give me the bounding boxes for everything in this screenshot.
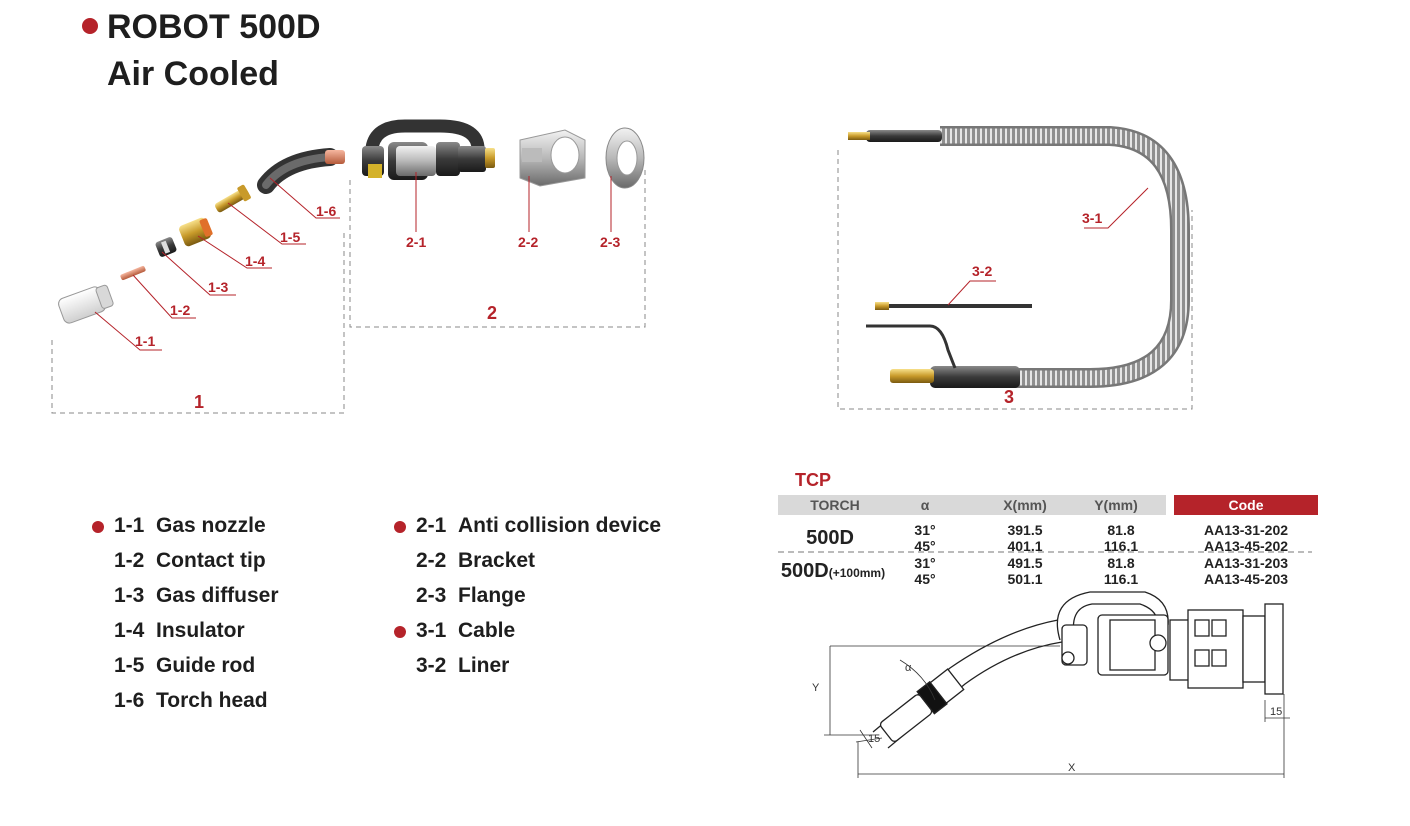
group-1-label: 1 — [194, 392, 205, 412]
x-cell: 501.1 — [1007, 571, 1043, 587]
torch-drawing — [872, 591, 1284, 749]
group-2-frame — [349, 170, 646, 328]
callout-3-1: 3-1 — [1082, 210, 1103, 226]
torch-head-part — [257, 148, 345, 194]
torch-drawing-nozzle — [879, 668, 965, 742]
group-1-leaders — [94, 177, 340, 351]
page-subtitle: Air Cooled — [107, 55, 279, 93]
header-code: Code — [1174, 495, 1318, 515]
y-cell: 81.8 — [1107, 555, 1135, 571]
dimension-lines — [824, 645, 1290, 778]
torch-500d: 500D — [806, 527, 854, 549]
x-cell: 401.1 — [1007, 538, 1043, 554]
legend-bullet-1-1 — [92, 521, 104, 533]
contact-tip-part — [120, 265, 146, 281]
callout-1-3: 1-3 — [208, 279, 229, 295]
code-cell: AA13-45-203 — [1203, 571, 1289, 587]
code-cell: AA13-31-202 — [1203, 522, 1289, 538]
gas-nozzle-part — [58, 284, 114, 324]
guide-rod-part — [215, 184, 251, 213]
callout-1-4: 1-4 — [245, 253, 266, 269]
y-cell: 116.1 — [1103, 538, 1139, 554]
dim-label-alpha: α — [905, 662, 912, 674]
y-cell: 116.1 — [1103, 571, 1139, 587]
group-1-frame — [51, 230, 345, 414]
legend-bullet-3-1 — [394, 626, 406, 638]
alpha-cell: 45° — [914, 538, 936, 554]
dim-label-15-tip: 15 — [868, 733, 881, 745]
table-header-bg — [778, 495, 1166, 515]
alpha-cell: 45° — [914, 571, 936, 587]
group-3-frame — [837, 150, 1193, 410]
page-title: ROBOT 500D — [107, 8, 321, 46]
code-cell: AA13-45-202 — [1203, 538, 1289, 554]
liner-part — [875, 302, 1032, 310]
dim-label-x: X — [1068, 762, 1076, 774]
code-cell: AA13-31-203 — [1203, 555, 1289, 571]
callout-2-3: 2-3 — [600, 234, 621, 250]
dim-label-y: Y — [812, 682, 820, 694]
callout-3-2: 3-2 — [972, 263, 993, 279]
cable-part — [848, 126, 1190, 388]
callout-2-1: 2-1 — [406, 234, 427, 250]
x-cell: 491.5 — [1007, 555, 1043, 571]
callout-1-6: 1-6 — [316, 203, 337, 219]
dim-label-15-flange: 15 — [1270, 706, 1283, 718]
torch-500d-plus100: 500D(+100mm) — [780, 560, 886, 582]
group-2-leaders — [415, 172, 612, 232]
group-3-leaders — [947, 187, 1149, 306]
header-y: Y(mm) — [1094, 497, 1138, 513]
tcp-title: TCP — [795, 470, 831, 490]
anti-collision-device-part — [362, 119, 495, 180]
title-bullet — [82, 18, 98, 34]
header-torch: TORCH — [810, 497, 860, 513]
alpha-cell: 31° — [914, 522, 936, 538]
legend-bullet-2-1 — [394, 521, 406, 533]
header-alpha: α — [920, 497, 930, 513]
group-3-label: 3 — [1004, 387, 1015, 407]
flange-part — [605, 127, 645, 189]
callout-1-1: 1-1 — [135, 333, 156, 349]
gas-diffuser-part — [155, 237, 177, 257]
group-2-label: 2 — [487, 303, 498, 323]
callout-1-2: 1-2 — [170, 302, 191, 318]
bracket-part — [519, 129, 586, 187]
header-x: X(mm) — [1003, 497, 1047, 513]
alpha-cell: 31° — [914, 555, 936, 571]
callout-1-5: 1-5 — [280, 229, 301, 245]
callout-2-2: 2-2 — [518, 234, 539, 250]
x-cell: 391.5 — [1007, 522, 1043, 538]
y-cell: 81.8 — [1107, 522, 1135, 538]
